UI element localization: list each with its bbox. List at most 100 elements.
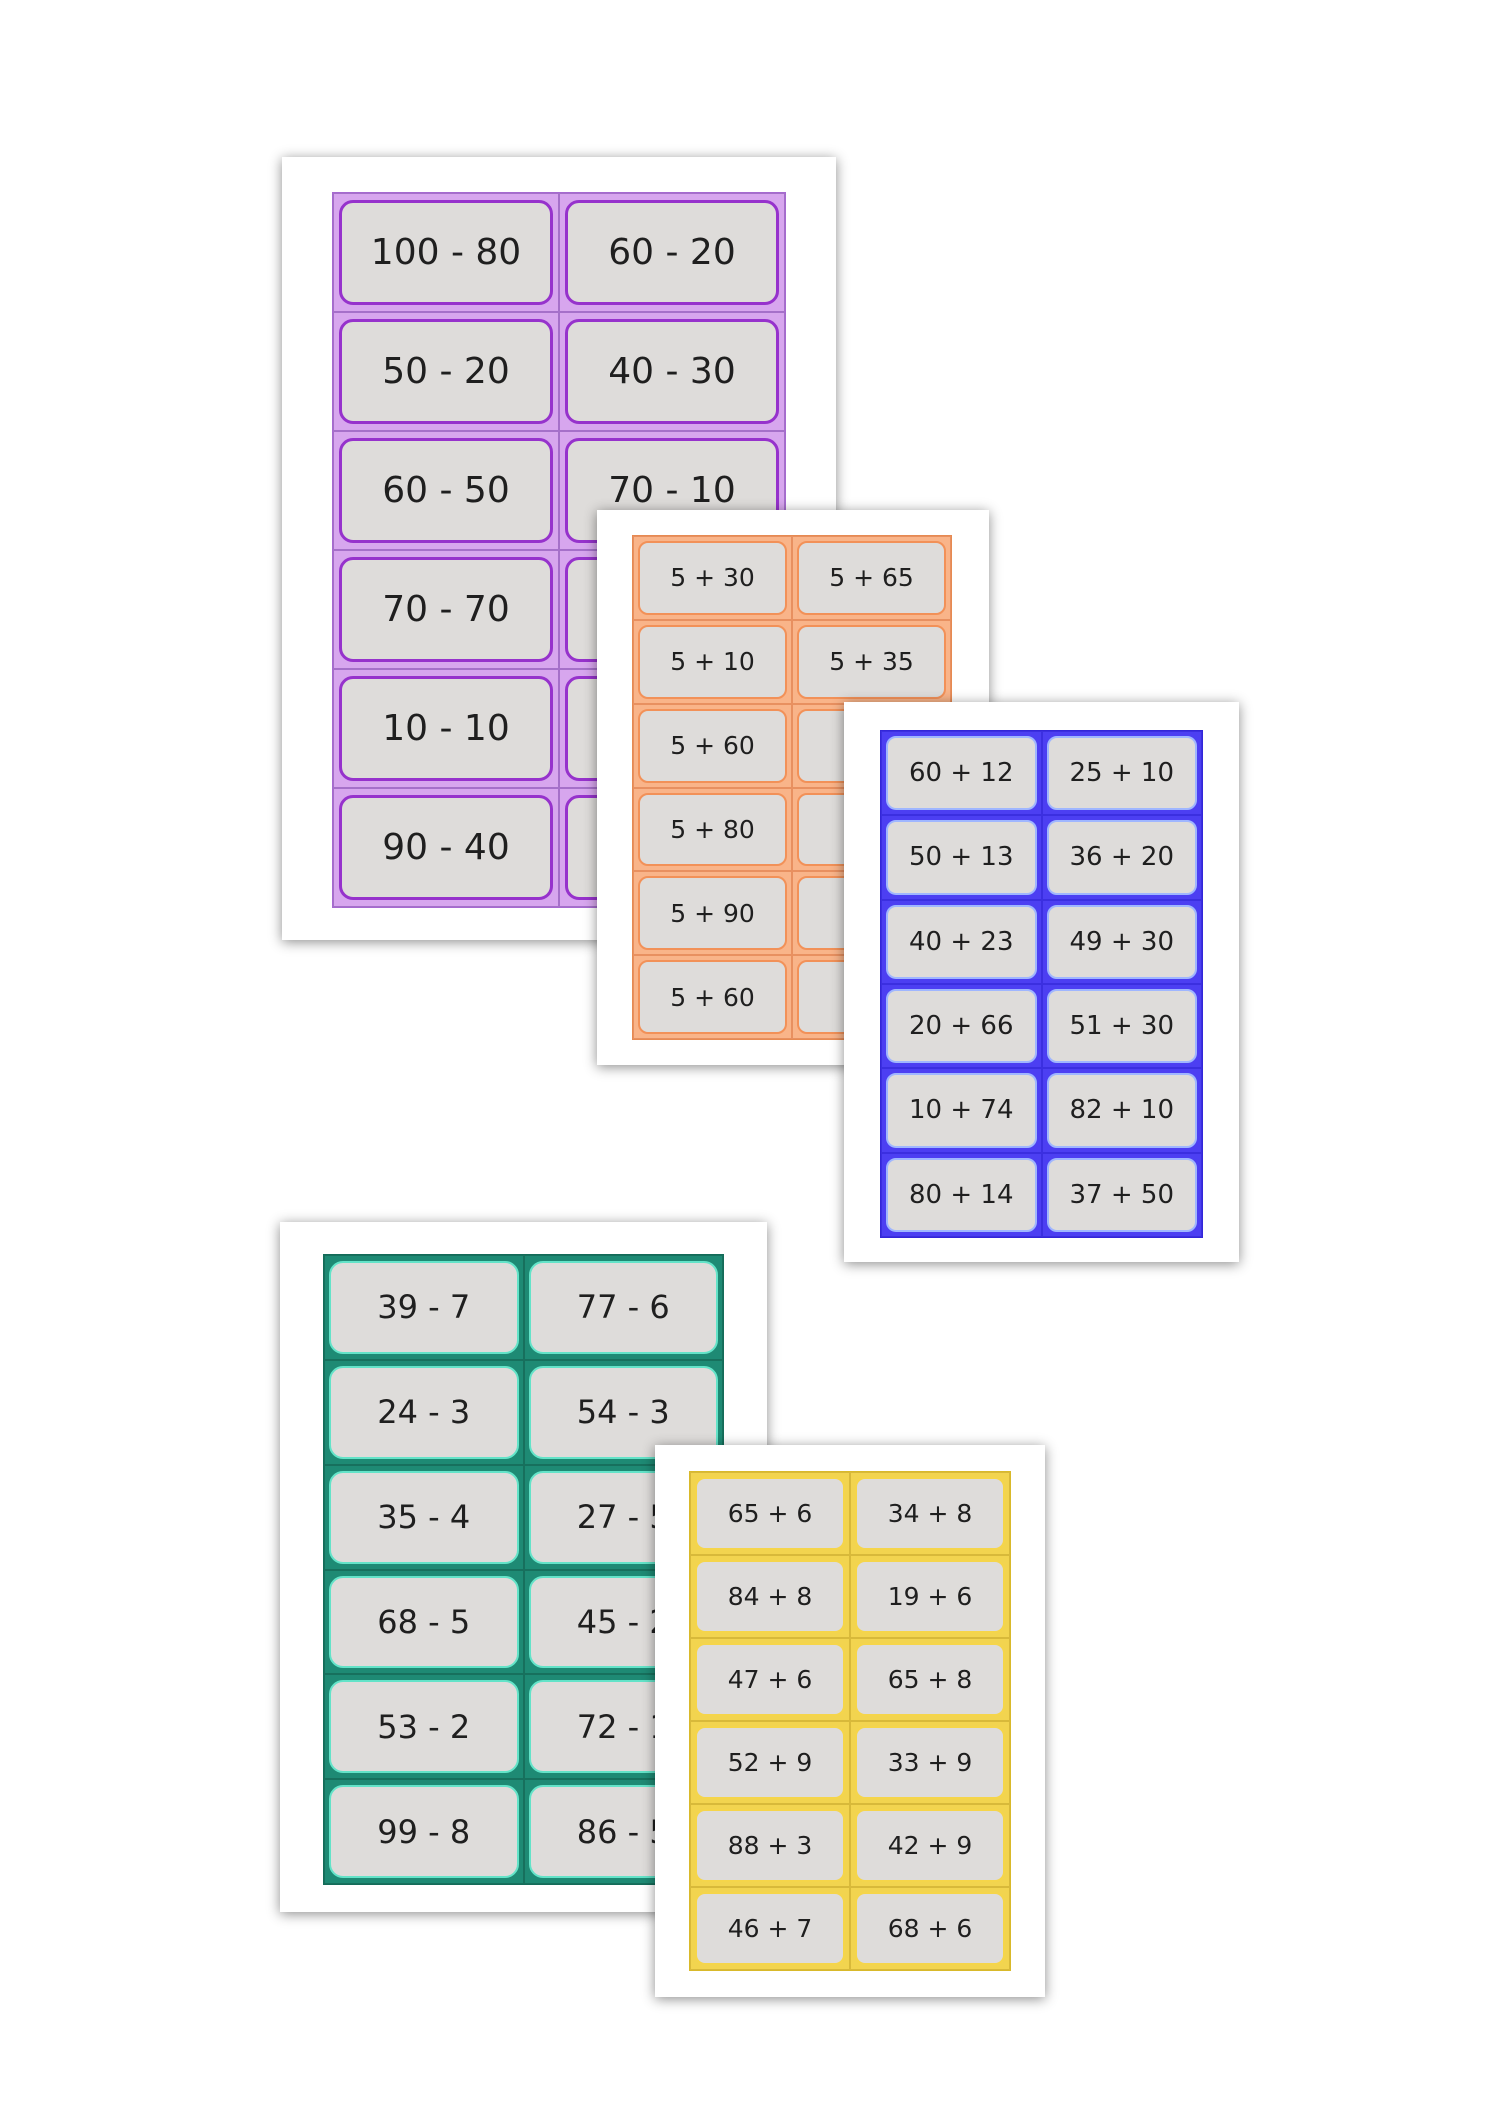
card-cell: 5 + 60 (633, 703, 792, 788)
math-card: 5 + 60 (638, 708, 787, 783)
math-card: 24 - 3 (329, 1365, 519, 1459)
math-card: 60 - 50 (339, 438, 553, 543)
card-cell: 39 - 7 (324, 1255, 524, 1360)
card-cell: 80 + 14 (881, 1152, 1042, 1237)
card-grid: 65 + 6 34 + 8 84 + 8 19 + 6 47 + 6 65 + … (689, 1471, 1011, 1971)
card-cell: 100 - 80 (333, 193, 559, 312)
card-cell: 35 - 4 (324, 1464, 524, 1570)
card-cell: 49 + 30 (1041, 899, 1202, 984)
card-cell: 99 - 8 (324, 1779, 524, 1884)
math-card: 70 - 70 (339, 557, 553, 662)
card-cell: 60 + 12 (881, 731, 1042, 816)
math-card: 35 - 4 (329, 1470, 519, 1564)
math-card: 5 + 35 (797, 624, 946, 699)
math-card: 5 + 60 (638, 960, 787, 1034)
math-card: 100 - 80 (339, 200, 553, 305)
card-cell: 54 - 3 (523, 1359, 723, 1465)
card-cell: 10 - 10 (333, 669, 559, 788)
card-cell: 33 + 9 (850, 1721, 1010, 1804)
card-cell: 5 + 30 (633, 536, 792, 620)
math-card: 40 - 30 (565, 319, 779, 424)
math-card: 10 - 10 (339, 676, 553, 781)
math-card: 20 + 66 (886, 989, 1037, 1064)
math-card: 51 + 30 (1046, 989, 1197, 1064)
card-cell: 90 - 40 (333, 788, 559, 907)
card-cell: 60 - 50 (333, 431, 559, 550)
card-cell: 50 - 20 (333, 312, 559, 431)
math-card: 46 + 7 (695, 1892, 845, 1965)
card-cell: 47 + 6 (690, 1638, 850, 1721)
card-cell: 53 - 2 (324, 1674, 524, 1780)
card-cell: 5 + 60 (633, 955, 792, 1039)
math-card: 37 + 50 (1046, 1157, 1197, 1232)
math-card: 77 - 6 (528, 1261, 718, 1354)
math-card: 25 + 10 (1046, 736, 1197, 811)
math-card: 40 + 23 (886, 904, 1037, 979)
math-card: 88 + 3 (695, 1809, 845, 1882)
card-cell: 65 + 6 (690, 1472, 850, 1555)
card-cell: 84 + 8 (690, 1555, 850, 1638)
math-card: 5 + 90 (638, 876, 787, 951)
card-cell: 25 + 10 (1041, 731, 1202, 816)
math-card: 65 + 6 (695, 1477, 845, 1550)
math-card: 68 - 5 (329, 1575, 519, 1669)
card-cell: 52 + 9 (690, 1721, 850, 1804)
card-grid: 60 + 12 25 + 10 50 + 13 36 + 20 40 + 23 … (880, 730, 1203, 1238)
math-card: 84 + 8 (695, 1560, 845, 1633)
card-cell: 5 + 10 (633, 619, 792, 704)
card-cell: 40 - 30 (559, 312, 785, 431)
card-cell: 10 + 74 (881, 1068, 1042, 1153)
card-cell: 20 + 66 (881, 984, 1042, 1069)
card-cell: 24 - 3 (324, 1359, 524, 1465)
math-card: 10 + 74 (886, 1073, 1037, 1148)
card-cell: 60 - 20 (559, 193, 785, 312)
math-card: 50 - 20 (339, 319, 553, 424)
math-card: 90 - 40 (339, 795, 553, 900)
math-card: 5 + 10 (638, 624, 787, 699)
math-card: 42 + 9 (855, 1809, 1005, 1882)
card-cell: 70 - 70 (333, 550, 559, 669)
math-card: 60 + 12 (886, 736, 1037, 811)
math-card: 68 + 6 (855, 1892, 1005, 1965)
math-card: 54 - 3 (528, 1365, 718, 1459)
card-cell: 5 + 80 (633, 787, 792, 872)
math-card: 82 + 10 (1046, 1073, 1197, 1148)
math-card: 65 + 8 (855, 1643, 1005, 1716)
worksheet-yellow-addition: 65 + 6 34 + 8 84 + 8 19 + 6 47 + 6 65 + … (655, 1445, 1045, 1997)
card-cell: 5 + 65 (792, 536, 951, 620)
math-card: 33 + 9 (855, 1726, 1005, 1799)
math-card: 39 - 7 (329, 1261, 519, 1354)
card-cell: 42 + 9 (850, 1804, 1010, 1887)
card-cell: 40 + 23 (881, 899, 1042, 984)
card-cell: 68 + 6 (850, 1887, 1010, 1970)
card-cell: 50 + 13 (881, 815, 1042, 900)
math-card: 53 - 2 (329, 1680, 519, 1774)
math-card: 5 + 65 (797, 541, 946, 615)
math-card: 49 + 30 (1046, 904, 1197, 979)
math-card: 36 + 20 (1046, 820, 1197, 895)
card-cell: 34 + 8 (850, 1472, 1010, 1555)
card-cell: 77 - 6 (523, 1255, 723, 1360)
math-card: 5 + 30 (638, 541, 787, 615)
math-card: 52 + 9 (695, 1726, 845, 1799)
card-cell: 19 + 6 (850, 1555, 1010, 1638)
math-card: 47 + 6 (695, 1643, 845, 1716)
math-card: 34 + 8 (855, 1477, 1005, 1550)
card-cell: 5 + 90 (633, 871, 792, 956)
card-cell: 65 + 8 (850, 1638, 1010, 1721)
math-card: 50 + 13 (886, 820, 1037, 895)
math-card: 19 + 6 (855, 1560, 1005, 1633)
card-cell: 68 - 5 (324, 1569, 524, 1675)
worksheet-blue-addition: 60 + 12 25 + 10 50 + 13 36 + 20 40 + 23 … (844, 702, 1239, 1262)
card-cell: 36 + 20 (1041, 815, 1202, 900)
card-cell: 46 + 7 (690, 1887, 850, 1970)
math-card: 99 - 8 (329, 1785, 519, 1878)
card-cell: 51 + 30 (1041, 984, 1202, 1069)
math-card: 5 + 80 (638, 792, 787, 867)
card-cell: 37 + 50 (1041, 1152, 1202, 1237)
math-card: 80 + 14 (886, 1157, 1037, 1232)
math-card: 60 - 20 (565, 200, 779, 305)
card-cell: 5 + 35 (792, 619, 951, 704)
card-cell: 88 + 3 (690, 1804, 850, 1887)
card-cell: 82 + 10 (1041, 1068, 1202, 1153)
